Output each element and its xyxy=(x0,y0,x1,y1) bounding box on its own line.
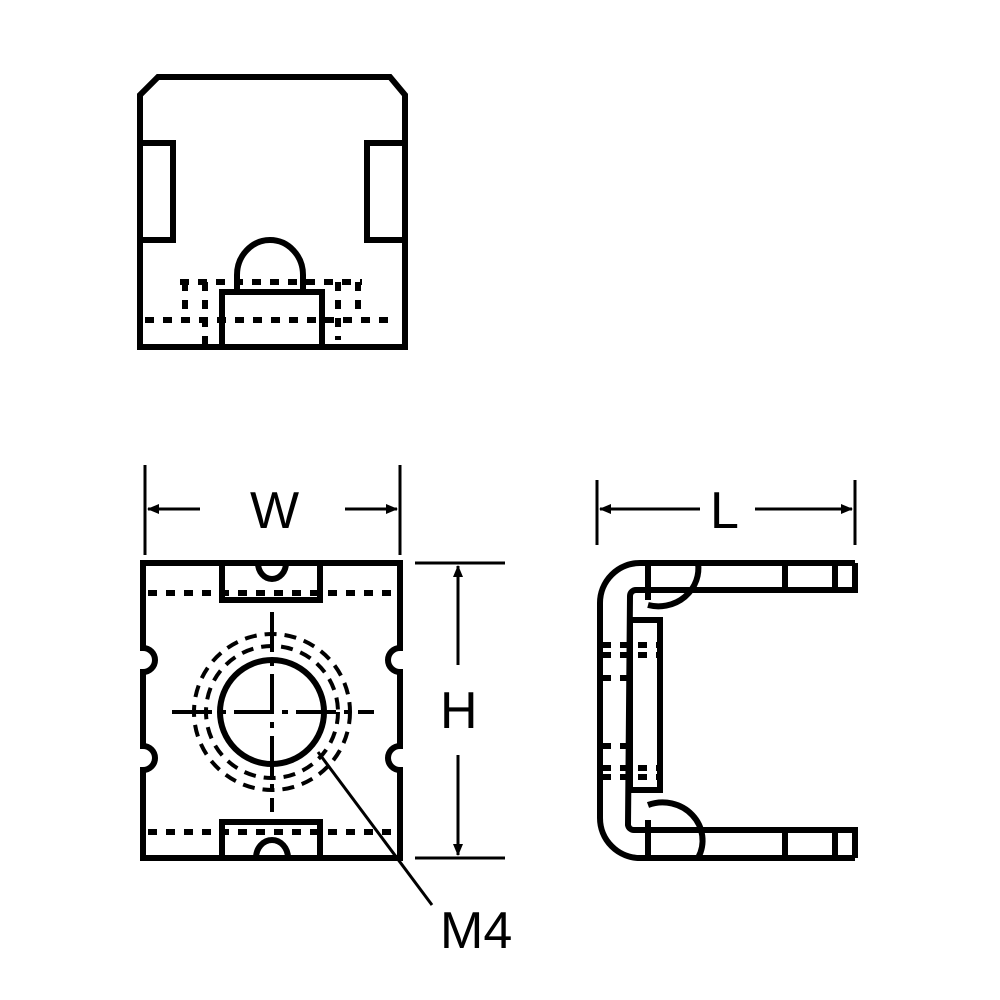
width-label: W xyxy=(250,482,299,540)
height-dimension xyxy=(415,561,505,860)
front-view xyxy=(140,560,434,906)
length-label: L xyxy=(710,482,739,540)
length-dimension xyxy=(595,480,857,545)
side-view xyxy=(597,560,858,861)
height-label: H xyxy=(440,682,478,740)
width-dimension xyxy=(143,465,402,555)
thread-label: M4 xyxy=(440,902,512,960)
top-view xyxy=(137,74,408,350)
